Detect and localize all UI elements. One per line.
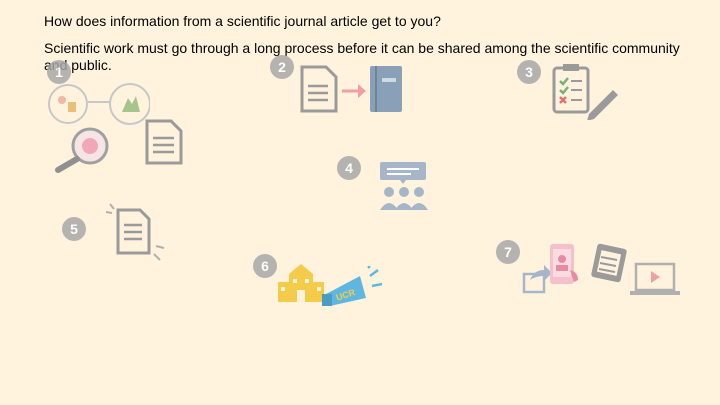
document-to-journal-icons <box>300 65 402 113</box>
share-icon <box>522 265 552 294</box>
slide-title: How does information from a scientific j… <box>44 13 441 29</box>
newspaper-icon <box>591 243 627 283</box>
laptop-video-icon <box>630 262 680 295</box>
school-building-icon <box>278 264 324 302</box>
megaphone-icon: UCR <box>322 266 383 306</box>
media-channels-icons <box>522 243 680 295</box>
magnifier-icon <box>55 127 109 173</box>
document-icon <box>145 119 183 165</box>
arrow-right-icon <box>342 84 366 98</box>
step-5-badge: 5 <box>62 217 86 241</box>
journal-book-icon <box>370 66 402 112</box>
research-lab-icons <box>48 83 150 173</box>
document-highlight-icon <box>105 203 165 261</box>
document-icon <box>300 65 338 113</box>
step-1-badge: 1 <box>47 60 71 84</box>
step-2-badge: 2 <box>270 55 294 79</box>
clipboard-checklist-icon <box>552 64 618 120</box>
pencil-icon <box>587 90 618 120</box>
presentation-audience-icon <box>380 162 428 210</box>
step-6-badge: 6 <box>253 254 277 278</box>
step-3-badge: 3 <box>517 60 541 84</box>
mobile-news-icon <box>550 244 578 284</box>
step-4-badge: 4 <box>337 156 361 180</box>
step-7-badge: 7 <box>496 240 520 264</box>
